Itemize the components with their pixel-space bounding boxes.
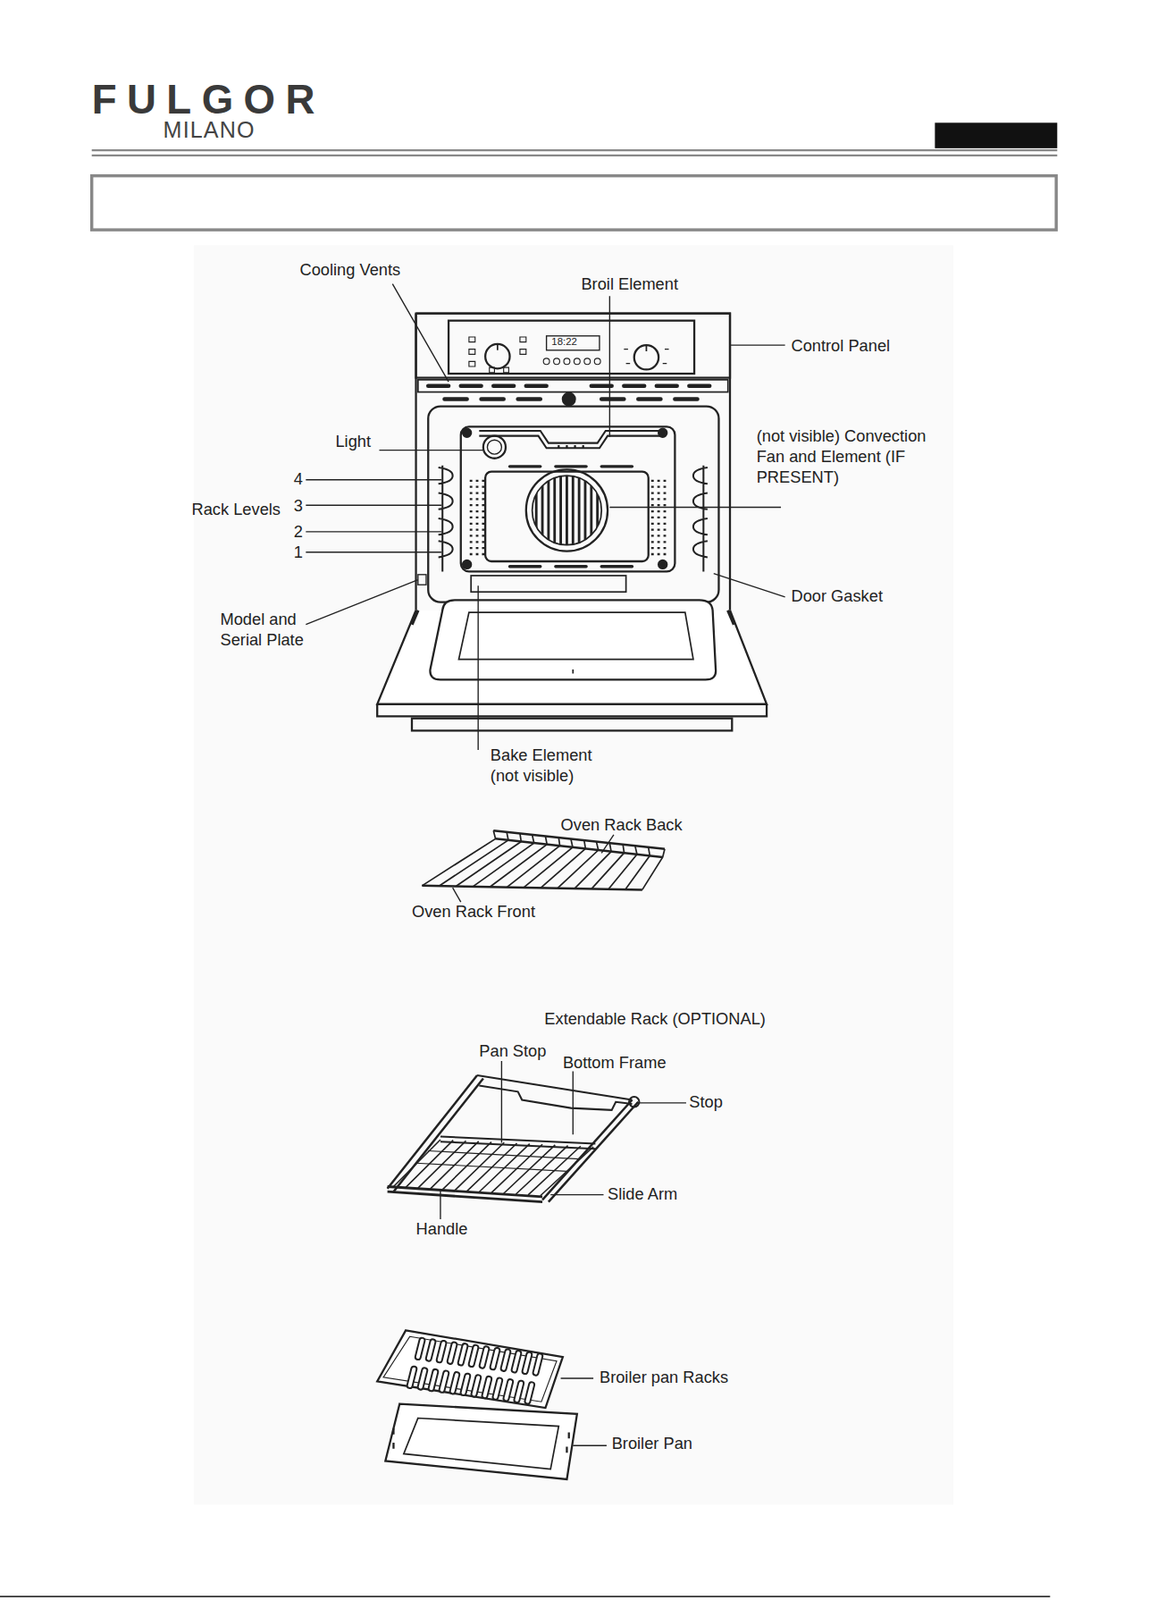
door-hinges <box>411 610 735 625</box>
door-latch <box>562 393 576 406</box>
rack-handle <box>387 1185 543 1201</box>
oven-base <box>411 718 732 731</box>
part-label: Oven Rack Back <box>561 814 683 836</box>
rack-stop <box>629 1096 639 1107</box>
part-label: Handle <box>416 1218 469 1240</box>
part-label: Door Gasket <box>790 586 882 607</box>
rack-frame <box>421 830 665 890</box>
part-label: Cooling Vents <box>299 259 401 281</box>
bottom-frame <box>440 1074 633 1149</box>
part-label: (not visible) Convection Fan and Element… <box>756 426 931 487</box>
door-glass-inner <box>458 612 693 659</box>
broiler-pan <box>385 1403 578 1479</box>
slide-arms <box>387 1074 639 1201</box>
clock-readout: 18:22 <box>551 335 578 348</box>
broil-element <box>478 430 663 448</box>
panel-screws <box>462 428 667 569</box>
door-glass <box>429 599 716 680</box>
convection-fan <box>526 469 608 551</box>
callout-number: 2 <box>293 521 303 543</box>
callout-number: 3 <box>293 495 303 517</box>
part-label: Broiler Pan <box>612 1433 693 1454</box>
footer-rule <box>0 1594 1050 1597</box>
control-buttons <box>543 358 601 365</box>
fan-cover-slots <box>510 466 633 567</box>
title-box <box>92 176 1057 230</box>
rack-wires <box>393 1139 594 1196</box>
fan-grille <box>536 469 597 551</box>
part-label: Slide Arm <box>607 1183 678 1205</box>
broil-element-studs <box>558 444 583 448</box>
part-label: Stop <box>688 1091 723 1113</box>
back-panel <box>461 426 676 571</box>
part-label: Broiler pan Racks <box>599 1367 729 1388</box>
rack-wires <box>421 830 665 890</box>
clock-display <box>546 335 600 351</box>
part-label: Broil Element <box>580 274 679 295</box>
oven-light <box>483 436 506 459</box>
rack-cross-wires <box>416 1150 580 1172</box>
broiler-pan-rack <box>377 1329 563 1408</box>
part-label: Oven Rack Front <box>411 901 536 923</box>
part-label: Bottom Frame <box>562 1052 667 1074</box>
control-panel-face <box>448 320 695 374</box>
door-mark <box>571 669 574 674</box>
rack-supports <box>438 465 708 572</box>
cavity-floor <box>470 575 626 592</box>
leader-lines <box>305 284 785 1446</box>
oven-cavity <box>427 406 719 603</box>
background-panel <box>193 244 954 1504</box>
rack-slots <box>410 1340 540 1401</box>
part-label: Bake Element (not visible) <box>490 745 605 787</box>
part-label: Model and Serial Plate <box>219 609 317 651</box>
brand-subtitle: MILANO <box>163 116 256 144</box>
broiler-set <box>377 1329 578 1479</box>
part-label: Pan Stop <box>478 1040 546 1062</box>
callout-number: 1 <box>293 542 303 563</box>
header-rule <box>92 150 1058 156</box>
oven-rack <box>421 830 665 890</box>
part-label: Control Panel <box>790 335 890 356</box>
door-edge <box>377 704 767 717</box>
callout-number: 4 <box>293 469 303 490</box>
rack-slot-outlines <box>410 1340 540 1401</box>
pan-handles <box>393 1427 569 1452</box>
fan-grille-bars <box>536 469 597 551</box>
oven <box>377 313 767 731</box>
broiler-pan-well <box>403 1417 559 1468</box>
part-label: Extendable Rack (OPTIONAL) <box>544 1008 766 1030</box>
part-label: Light <box>335 431 371 453</box>
oven-light-lens <box>486 439 502 454</box>
oven-cabinet <box>416 313 730 611</box>
brand-logo: FULGOR <box>92 73 326 125</box>
broiler-rack-rim <box>383 1335 557 1401</box>
part-label: Rack Levels <box>192 499 281 520</box>
extendable-rack <box>387 1074 640 1201</box>
serial-plate <box>418 574 427 585</box>
header-tab <box>934 122 1057 149</box>
control-panel <box>416 313 730 378</box>
